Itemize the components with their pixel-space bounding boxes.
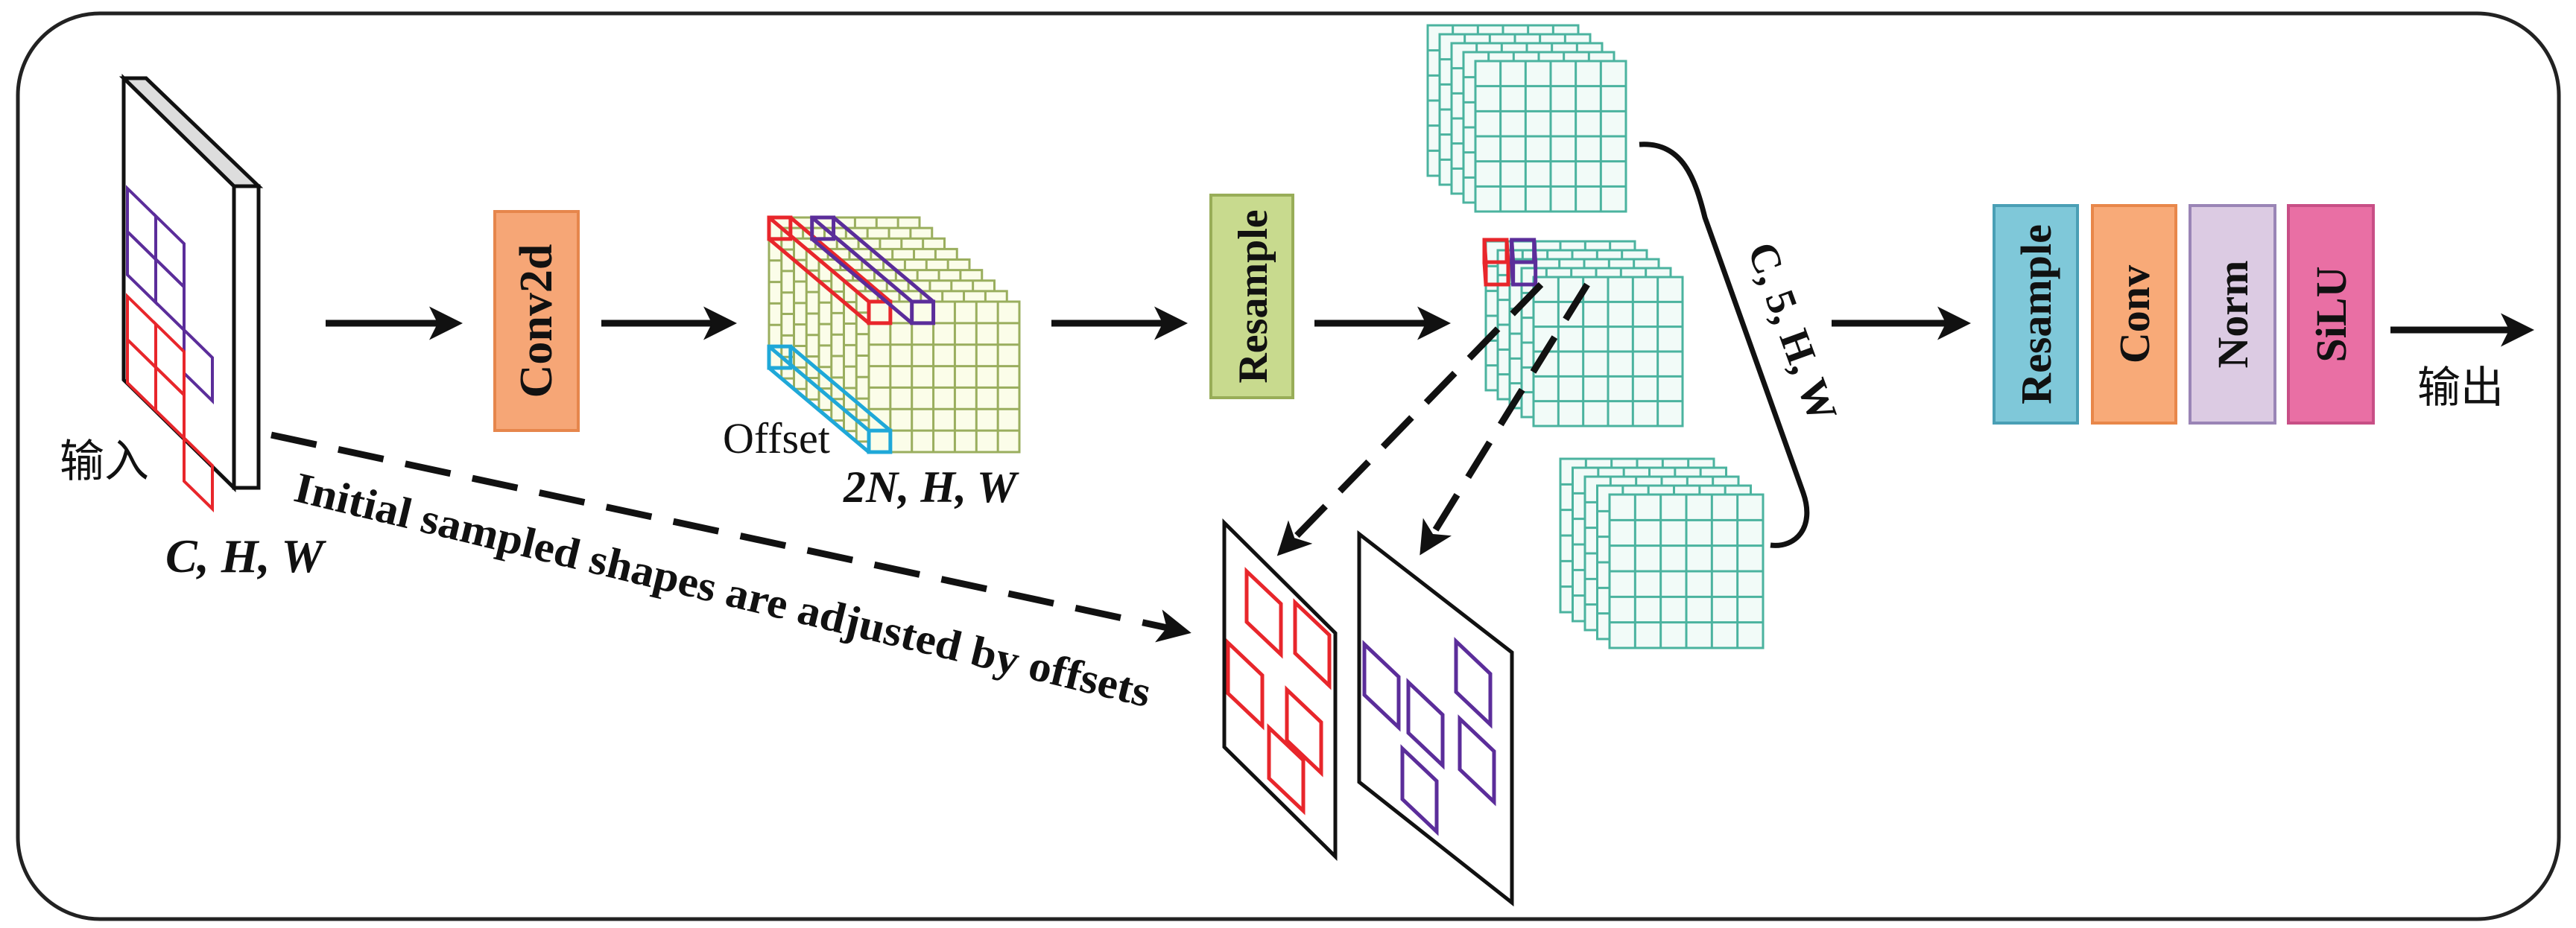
purple-sampled-cell — [1406, 678, 1445, 770]
prism-edge — [789, 345, 892, 433]
prism-edge — [811, 237, 914, 325]
offset-red-column — [767, 215, 893, 325]
prism-edge — [1482, 239, 1488, 263]
prism-front — [1484, 260, 1510, 287]
input-label: 输入 — [60, 436, 149, 488]
input-dims: C, H, W — [165, 530, 326, 582]
input-feature-plane — [118, 74, 264, 513]
input-red-cell — [183, 434, 214, 513]
prism-edge — [1532, 239, 1538, 263]
layer-face — [867, 300, 1021, 454]
block-conv: Conv — [2091, 204, 2177, 425]
block-resample: Resample — [1993, 204, 2079, 425]
prism-edge — [768, 237, 870, 325]
prism-front — [910, 299, 936, 325]
output-label: 输出 — [2417, 362, 2504, 413]
prism-edge — [1504, 239, 1510, 263]
middle-purple-sample — [1510, 238, 1538, 287]
offset-grid-stack — [767, 215, 1021, 454]
purple-sampled-cell — [1400, 744, 1439, 836]
prism-edge — [768, 366, 870, 454]
cube-layer — [1474, 60, 1627, 213]
outer-frame — [16, 11, 2561, 921]
resample-label: Resample — [1230, 209, 1276, 383]
prism-edge — [832, 216, 935, 303]
red-sampled-cell — [1244, 567, 1283, 659]
cube-layer — [1532, 276, 1684, 428]
prism-edge — [768, 345, 870, 433]
offset-label: Offset — [723, 414, 830, 463]
offset-blue-column — [767, 344, 893, 454]
sampled-plane-purple — [1357, 530, 1514, 907]
dashed-arrow-input-to-planes — [270, 431, 1192, 643]
sampled-plane-red — [1222, 518, 1338, 861]
conv2d-label: Conv2d — [511, 244, 562, 398]
block-norm-label: Norm — [2209, 261, 2257, 369]
purple-sampled-cell — [1458, 714, 1496, 807]
purple-sampled-cell — [1362, 640, 1401, 732]
offset-purple-column — [810, 215, 936, 325]
red-sampled-cell — [1293, 598, 1332, 690]
block-silu: SiLU — [2287, 204, 2375, 425]
prism-back — [767, 344, 793, 370]
prism-back — [767, 215, 793, 241]
dashed-arrow-red-sample — [1276, 282, 1544, 556]
prism-edge — [811, 216, 914, 303]
prism-edge — [768, 216, 870, 303]
purple-sampled-cell — [1454, 637, 1493, 729]
block-resample-label: Resample — [2012, 224, 2060, 404]
block-norm: Norm — [2189, 204, 2276, 425]
dashed-arrow-purple-sample — [1420, 282, 1590, 556]
cube-layer — [1608, 493, 1765, 649]
teal-stack-top — [1426, 24, 1627, 213]
block-silu-label: SiLU — [2307, 267, 2355, 363]
prism-back — [810, 215, 836, 241]
prism-front — [867, 428, 893, 454]
prism-edge — [1510, 239, 1516, 263]
prism-edge — [789, 216, 892, 303]
teal-stack-middle — [1482, 238, 1684, 428]
middle-red-sample — [1482, 238, 1510, 287]
offset-feature-cube — [767, 215, 1021, 454]
prism-front — [1511, 260, 1538, 287]
teal-stack-bottom — [1559, 457, 1765, 649]
stack-bracket — [1639, 142, 1810, 548]
red-sampled-cell — [1226, 638, 1265, 731]
prism-front — [867, 299, 893, 325]
cube-layer — [867, 300, 1021, 454]
red-sampled-cell — [1267, 723, 1306, 816]
block-conv-label: Conv — [2110, 265, 2159, 363]
output-blocks: Resample Conv Norm SiLU — [1993, 204, 2375, 425]
conv2d-block: Conv2d — [493, 210, 580, 432]
offset-dims: 2N, H, W — [843, 463, 1019, 512]
resample-block: Resample — [1209, 194, 1294, 399]
red-sampled-cell — [1285, 685, 1323, 778]
